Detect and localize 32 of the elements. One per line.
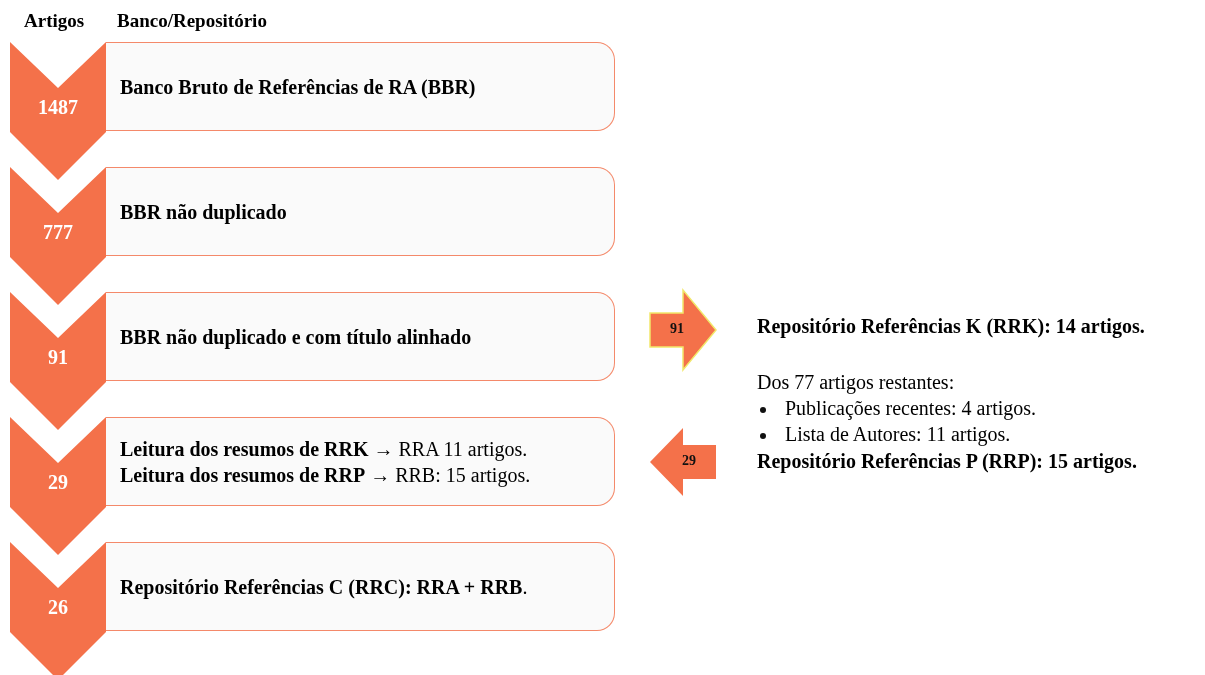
count-number: 29 xyxy=(681,453,697,469)
count-number: 1487 xyxy=(37,96,79,119)
step-text: Repositório Referências C (RRC): RRA + RRB. xyxy=(120,574,529,600)
block-arrow xyxy=(650,290,716,370)
step-text: BBR não duplicado xyxy=(120,199,288,225)
step-text: Leitura dos resumos de RRK → RRA 11 artigos. xyxy=(120,436,529,462)
chevron-shape xyxy=(10,542,106,675)
result-text: Repositório Referências K (RRK): 14 artigos. xyxy=(757,315,1145,338)
count-number: 29 xyxy=(47,471,69,494)
count-number: 91 xyxy=(47,346,69,369)
chevron-shape xyxy=(10,417,106,555)
chevron-shape xyxy=(10,42,106,180)
step-box xyxy=(106,542,615,631)
result-text: Repositório Referências P (RRP): 15 artigos. xyxy=(757,450,1137,473)
step-text: BBR não duplicado e com título alinhado xyxy=(120,324,473,350)
column-header: Banco/Repositório xyxy=(117,10,267,32)
step-text: Banco Bruto de Referências de RA (BBR) xyxy=(120,74,477,100)
column-header: Artigos xyxy=(24,10,85,32)
block-arrow xyxy=(650,428,716,496)
count-number: 777 xyxy=(42,221,74,244)
step-box xyxy=(106,417,615,506)
step-box xyxy=(106,167,615,256)
bullet-item: Publicações recentes: 4 artigos. xyxy=(785,397,1037,420)
step-box xyxy=(106,292,615,381)
step-text: Leitura dos resumos de RRP → RRB: 15 artigos. xyxy=(120,462,532,488)
count-number: 91 xyxy=(669,321,685,337)
count-number: 26 xyxy=(47,596,69,619)
note-text: Dos 77 artigos restantes: xyxy=(757,371,955,394)
step-box xyxy=(106,42,615,131)
bullet-item: Lista de Autores: 11 artigos. xyxy=(785,423,1011,446)
chevron-shape xyxy=(10,167,106,305)
chevron-shape xyxy=(10,292,106,430)
